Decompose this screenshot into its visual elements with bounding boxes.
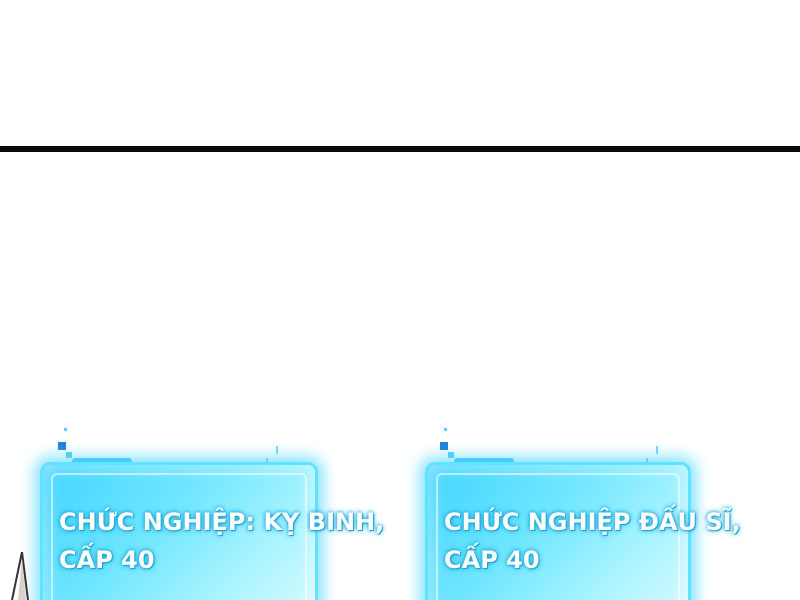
frame-tick [266, 458, 268, 464]
top-panel [0, 0, 800, 146]
frame-tick [656, 446, 658, 454]
pixel-decoration [448, 452, 454, 458]
stat-box-inner-frame [436, 473, 680, 600]
stat-line-level: CẤP 40 [444, 546, 540, 574]
stat-box-knight: CHỨC NGHIỆP: KỴ BINH, CẤP 40 [40, 462, 384, 600]
stat-line-level: CẤP 40 [59, 546, 155, 574]
frame-tab [454, 458, 514, 464]
spear-tip-icon [11, 552, 29, 600]
stat-box-text: CHỨC NGHIỆP: KỴ BINH, CẤP 40 [59, 503, 384, 579]
frame-tick [276, 446, 278, 454]
stat-line-class: CHỨC NGHIỆP ĐẤU SĨ, [444, 508, 741, 536]
stat-box-text: CHỨC NGHIỆP ĐẤU SĨ, CẤP 40 [444, 503, 741, 579]
pixel-decoration [440, 442, 448, 450]
stat-box-gladiator: CHỨC NGHIỆP ĐẤU SĨ, CẤP 40 [425, 462, 741, 600]
panel-divider [0, 146, 800, 152]
stat-box-inner-frame [51, 473, 307, 600]
stat-line-class: CHỨC NGHIỆP: KỴ BINH, [59, 508, 385, 536]
frame-tab [72, 458, 132, 464]
pixel-decoration [66, 452, 72, 458]
pixel-decoration [58, 442, 66, 450]
pixel-decoration [444, 428, 447, 431]
pixel-decoration [64, 428, 67, 431]
frame-tick [646, 458, 648, 464]
